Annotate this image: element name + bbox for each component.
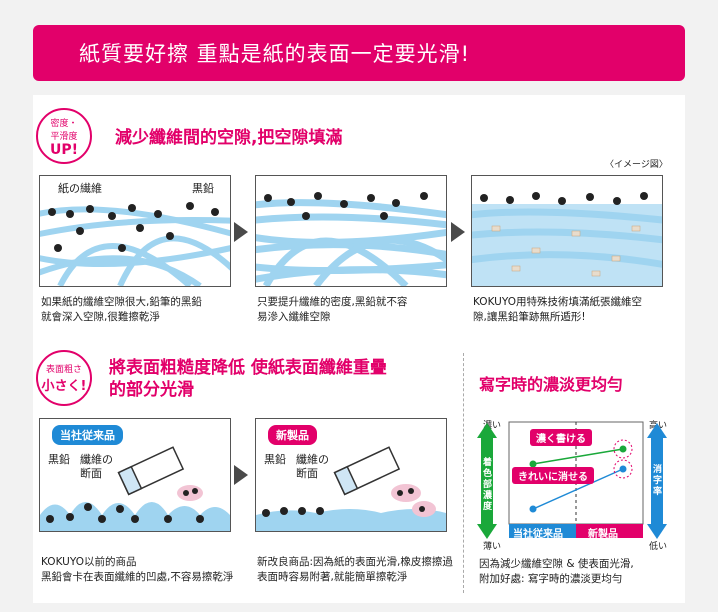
section3-title: 寫字時的濃淡更均勻 [479, 375, 624, 394]
surface-illustration-rough [40, 446, 230, 531]
caption-new-line2: 表面時容易附著,就能簡單擦乾淨 [257, 571, 408, 583]
arrow-right-icon [234, 222, 248, 242]
right-bottom-label: 低い [649, 542, 668, 552]
caption-new-line1: 新改良商品:因為紙的表面光滑,橡皮擦擦過 [257, 556, 453, 568]
caption-old-line1: KOKUYO以前的商品 [41, 556, 137, 568]
left-bottom-label: 薄い [483, 542, 502, 552]
left-top-label: 濃い [483, 421, 502, 431]
arrow-right-icon [234, 465, 248, 485]
section2-title-line2: 的部分光滑 [109, 380, 194, 400]
content-card: 密度・ 平滑度 UP! 減少纖維間的空隙,把空隙填滿 〈イメージ図〉 紙の繊維 … [33, 95, 685, 603]
caption-uniform-line2: 附加好處: 寫字時的濃淡更均勻 [479, 573, 623, 585]
caption-uniform-line1: 因為減少纖維空隙 & 使表面光滑, [479, 558, 634, 570]
series-point [529, 505, 537, 513]
fiber-diagram-1: 紙の繊維 黒鉛 [39, 175, 231, 287]
caption-old: KOKUYO以前的商品 黑鉛會卡在表面纖維的凹處,不容易擦乾淨 [41, 555, 233, 585]
surface-diagram-old: 当社従来品 黒鉛 纖維の 断面 [39, 418, 231, 532]
fiber-diagram-3 [471, 175, 663, 287]
tag-old-product: 当社従来品 [52, 425, 123, 445]
surface-illustration-smooth [256, 446, 446, 531]
fiber-diagram-2 [255, 175, 447, 287]
section1-title: 減少纖維間的空隙,把空隙填滿 [115, 128, 343, 148]
surface-diagram-new: 新製品 黒鉛 纖維の 断面 [255, 418, 447, 532]
series-line [532, 468, 624, 510]
caption-1-line2: 就會深入空隙,很難擦乾淨 [41, 311, 160, 323]
caption-1: 如果紙的纖維空隙很大,鉛筆的黑鉛 就會深入空隙,很難擦乾淨 [41, 295, 202, 325]
fiber-label: 紙の繊維 [58, 180, 102, 196]
badge-line1: 表面粗さ [45, 365, 82, 375]
fiber-illustration-dense [256, 192, 446, 286]
caption-2: 只要提升纖維的密度,黑鉛就不容 易滲入纖維空隙 [257, 295, 407, 325]
caption-3: KOKUYO用特殊技術填滿紙張纖維空 隙,讓黑鉛筆跡無所遁形! [473, 295, 642, 325]
fiber-section-label-1: 纖維の [296, 453, 329, 466]
category-new: 新製品 [588, 529, 618, 540]
arrow-right-icon [451, 222, 465, 242]
image-note: 〈イメージ図〉 [605, 160, 668, 170]
density-badge: 密度・ 平滑度 UP! [36, 108, 92, 164]
caption-3-line1: KOKUYO用特殊技術填滿紙張纖維空 [473, 296, 642, 308]
caption-uniform: 因為減少纖維空隙 & 使表面光滑, 附加好處: 寫字時的濃淡更均勻 [479, 557, 634, 587]
right-axis-label: 消字率 [653, 465, 663, 497]
divider-dashed [463, 353, 464, 593]
roughness-badge: 表面粗さ 小さく! [36, 350, 92, 406]
caption-new: 新改良商品:因為紙的表面光滑,橡皮擦擦過 表面時容易附著,就能簡單擦乾淨 [257, 555, 453, 585]
graphite-label: 黒鉛 [264, 453, 286, 466]
header-banner: 紙質要好擦 重點是紙的表面一定要光滑! [33, 25, 685, 81]
banner-title: 紙質要好擦 重點是紙的表面一定要光滑! [79, 42, 471, 66]
fiber-illustration-sparse [40, 202, 230, 286]
fiber-illustration-filled [472, 192, 662, 286]
series-point [529, 460, 537, 468]
badge-line2: 小さく! [41, 379, 87, 394]
fiber-section-label-1: 纖維の [80, 453, 113, 466]
category-old: 当社従来品 [513, 529, 563, 540]
callout-dark: 濃く書ける [530, 429, 592, 446]
highlight-ring [613, 459, 633, 479]
highlight-ring [613, 439, 633, 459]
left-axis-label: 着色部濃度 [483, 458, 493, 512]
badge-line1: 密度・ [50, 119, 78, 129]
caption-1-line1: 如果紙的纖維空隙很大,鉛筆的黑鉛 [41, 296, 202, 308]
caption-2-line2: 易滲入纖維空隙 [257, 311, 331, 323]
caption-3-line2: 隙,讓黑鉛筆跡無所遁形! [473, 311, 586, 323]
graphite-label: 黒鉛 [48, 453, 70, 466]
tag-new-product: 新製品 [268, 425, 317, 445]
series-line [532, 448, 624, 465]
badge-line3: UP! [49, 142, 78, 158]
fiber-section-label-2: 断面 [296, 467, 318, 480]
section2-title-line1: 將表面粗糙度降低 使紙表面纖維重疊 [109, 358, 387, 378]
graphite-label: 黒鉛 [192, 180, 214, 196]
badge-line2: 平滑度 [50, 132, 78, 142]
callout-erase: きれいに消せる [512, 467, 594, 484]
caption-old-line2: 黑鉛會卡在表面纖維的凹處,不容易擦乾淨 [41, 571, 234, 583]
series-point [619, 465, 627, 473]
caption-2-line1: 只要提升纖維的密度,黑鉛就不容 [257, 296, 408, 308]
series-point [619, 445, 627, 453]
fiber-section-label-2: 断面 [80, 467, 102, 480]
